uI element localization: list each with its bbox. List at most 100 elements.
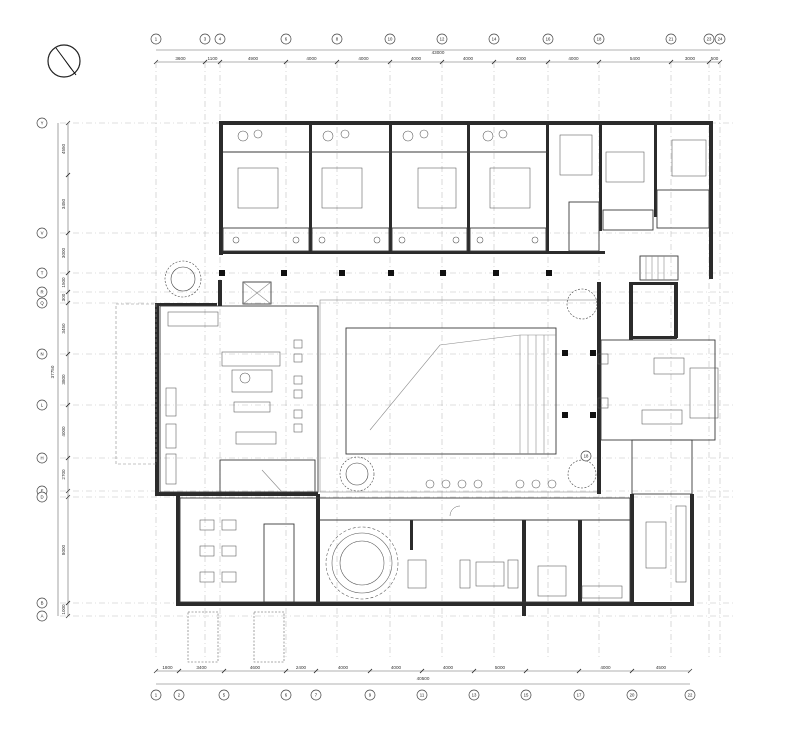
dimension-label: 500: [711, 56, 719, 61]
axis-bubble-label: 2: [178, 693, 181, 698]
axis-bubble: 10: [384, 33, 396, 45]
dimension-label: 3000: [61, 247, 66, 258]
axis-bubble-label: 3: [204, 37, 207, 42]
pool-courtyard: [319, 299, 599, 493]
dimension-tick: [668, 59, 674, 65]
dimension-tick: [65, 455, 71, 461]
dimension-tick: [717, 59, 723, 65]
top-overall-dimension: 43000: [432, 50, 445, 55]
axis-bubble: 4: [214, 33, 226, 45]
axis-bubble-label: 10: [388, 37, 393, 42]
dimension-label: 2400: [296, 665, 307, 670]
dimension-label: 3600: [175, 56, 186, 61]
axis-bubble-label: A: [41, 614, 44, 619]
dimension-label: 4000: [568, 56, 579, 61]
axis-bubble: 2: [173, 689, 185, 701]
left-overall-dimension: 37750: [50, 365, 55, 378]
trees: [164, 260, 598, 492]
axis-bubble: T: [36, 267, 48, 279]
dimension-label: 4550: [61, 143, 66, 154]
dimension-tick: [221, 668, 227, 674]
axis-bubble: N: [36, 348, 48, 360]
dimension-label: 1100: [208, 56, 218, 61]
dimension-tick: [596, 59, 602, 65]
axis-bubble: 16: [542, 33, 554, 45]
axis-bubble: 13: [468, 689, 480, 701]
dimension-label: 3450: [61, 198, 66, 209]
dimension-label: 2700: [61, 469, 66, 480]
axis-bubble: 14: [488, 33, 500, 45]
axis-bubble-label: 23: [707, 37, 712, 42]
east-dining-wing: [597, 282, 719, 495]
dimension-label: 3800: [61, 374, 66, 385]
dimension-tick: [283, 59, 289, 65]
dimension-tick: [471, 668, 477, 674]
dimension-tick: [65, 600, 71, 606]
axis-bubble: 5: [218, 689, 230, 701]
axis-bubble: 21: [665, 33, 677, 45]
axis-bubble-label: 6: [285, 693, 288, 698]
axis-bubble: 12: [436, 33, 448, 45]
dimension-tick: [65, 351, 71, 357]
dimension-label: 4900: [248, 56, 259, 61]
dimension-tick: [439, 59, 445, 65]
dimension-label: 4000: [358, 56, 369, 61]
dimension-label: 3000: [685, 56, 696, 61]
dimension-label: 1500: [61, 277, 66, 288]
dimension-label: 4000: [516, 56, 527, 61]
axis-bubble: A: [36, 610, 48, 622]
left-dimension-chain: 4550345030001500300345038004000270080001…: [57, 120, 71, 619]
dimension-label: 8000: [61, 544, 66, 555]
dimension-label: 4000: [463, 56, 474, 61]
dimension-tick: [545, 59, 551, 65]
dimension-label: 1800: [162, 665, 173, 670]
axis-bubble: H: [36, 452, 48, 464]
axis-bubble-label: 8: [336, 37, 339, 42]
axis-bubble: 20: [626, 689, 638, 701]
guest-room-wing: [219, 121, 713, 281]
axis-bubble: 22: [684, 689, 696, 701]
axis-bubble-label: 1: [155, 693, 158, 698]
axis-bubble: 18: [593, 33, 605, 45]
dimension-tick: [202, 59, 208, 65]
axis-bubble: 1: [150, 33, 162, 45]
axis-bubble-label: Q: [40, 301, 44, 306]
axis-bubble-label: 17: [577, 693, 582, 698]
axis-bubble-label: L: [41, 403, 44, 408]
axis-bubble-label: R: [40, 290, 43, 295]
dimension-tick: [523, 668, 529, 674]
axis-bubble-label: 20: [630, 693, 635, 698]
dimension-tick: [65, 270, 71, 276]
dimension-tick: [687, 668, 693, 674]
axis-bubble: 3: [199, 33, 211, 45]
lobby-lounge-west: [115, 280, 319, 496]
axis-bubble-label: 18: [597, 37, 602, 42]
axis-bubble-label: 5: [223, 693, 226, 698]
dimension-tick: [706, 59, 712, 65]
axis-bubble-label: 14: [492, 37, 497, 42]
bottom-overall-dimension: 40500: [417, 676, 430, 681]
dimension-tick: [217, 59, 223, 65]
dimension-tick: [629, 668, 635, 674]
axis-bubble-label: Y: [41, 121, 44, 126]
axis-bubble-label: 9: [369, 693, 372, 698]
south-wing: [176, 494, 694, 663]
dimension-label: 3450: [61, 323, 66, 334]
axis-bubble-label: 6: [285, 37, 288, 42]
top-axis-bubbles: 1 3 4 6 8 10 12 14 16 18 21 23 24: [150, 33, 726, 45]
dimension-label: 4500: [656, 665, 667, 670]
axis-bubble: V: [36, 227, 48, 239]
axis-bubble: 17: [573, 689, 585, 701]
axis-bubble-label: 24: [718, 37, 723, 42]
axis-bubble-18: 18: [580, 450, 592, 462]
axis-bubble-label: 15: [524, 693, 529, 698]
axis-bubble: D: [36, 491, 48, 503]
dimension-label: 5000: [495, 665, 506, 670]
axis-bubble: 9: [364, 689, 376, 701]
dimension-tick: [153, 59, 159, 65]
dimension-tick: [387, 59, 393, 65]
dimension-label: 300: [61, 293, 66, 301]
